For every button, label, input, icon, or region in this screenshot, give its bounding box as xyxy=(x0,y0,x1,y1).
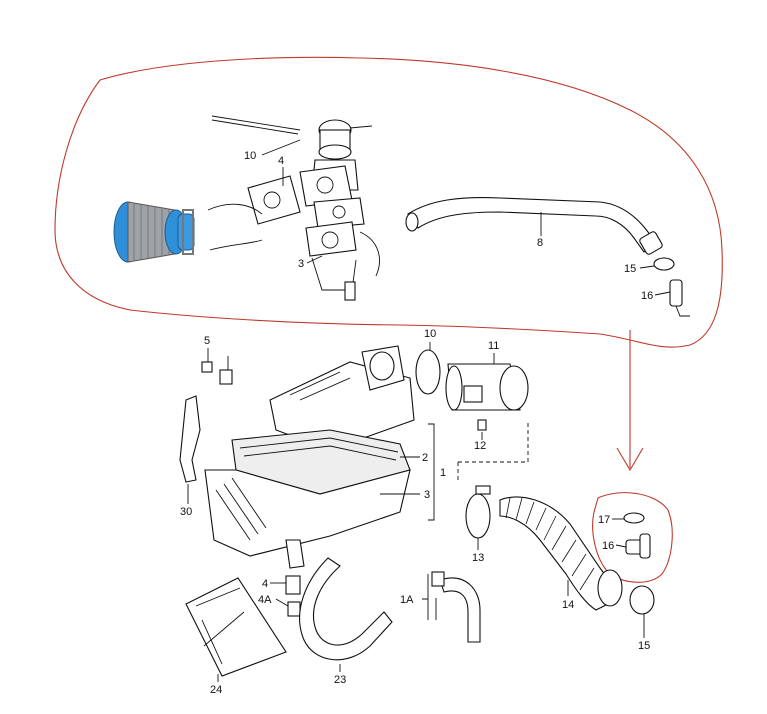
dashed-leaders xyxy=(457,420,529,482)
clip-17 xyxy=(623,512,645,524)
clamp-13 xyxy=(465,485,491,539)
callout-1a: 1A xyxy=(400,594,414,606)
callout-10: 10 xyxy=(424,328,436,340)
grommet-4 xyxy=(285,575,301,617)
air-filter-box-icon xyxy=(179,345,415,569)
callout-15-top: 15 xyxy=(624,263,636,275)
callout-4-top: 4 xyxy=(278,155,284,167)
callout-30: 30 xyxy=(180,506,192,518)
callout-17-inset: 17 xyxy=(598,514,610,526)
screw-12 xyxy=(477,419,487,431)
callout-12: 12 xyxy=(474,440,486,452)
hose-1a xyxy=(431,571,481,643)
callout-5: 5 xyxy=(204,335,210,347)
maf-sensor-11 xyxy=(445,363,529,411)
callout-24: 24 xyxy=(210,684,222,696)
callout-14: 14 xyxy=(562,599,574,611)
callout-13: 13 xyxy=(472,552,484,564)
annotation-outline xyxy=(54,56,723,348)
gasket-flanges xyxy=(247,165,365,257)
tray-24 xyxy=(185,577,287,677)
annotation-inset-outline xyxy=(592,492,673,583)
clamp-15-top xyxy=(653,257,675,271)
fitting-16 xyxy=(625,533,651,559)
callout-16-top: 16 xyxy=(641,290,653,302)
callout-16-inset: 16 xyxy=(602,540,614,552)
callout-4: 4 xyxy=(262,578,268,590)
callout-2: 2 xyxy=(422,452,428,464)
intake-port xyxy=(207,203,380,301)
callout-3-top: 3 xyxy=(298,258,304,270)
callouts-main: 5 10 11 2 1 12 3 30 13 14 15 4 4A 1A 24 … xyxy=(180,328,650,696)
callout-4a: 4A xyxy=(258,594,272,606)
o-ring-10 xyxy=(415,349,441,395)
callouts-top: 10 4 3 8 15 16 xyxy=(244,139,671,302)
callout-15: 15 xyxy=(638,640,650,652)
callouts-inset: 17 16 xyxy=(598,514,627,552)
callout-3: 3 xyxy=(424,489,430,501)
hose-14 xyxy=(499,496,623,611)
callout-11: 11 xyxy=(488,340,499,352)
bolt-5 xyxy=(201,356,233,385)
fitting-16-top xyxy=(669,279,690,317)
callout-8-top: 8 xyxy=(537,237,543,249)
clamp-15 xyxy=(629,585,655,615)
callout-23: 23 xyxy=(334,674,346,686)
callout-1: 1 xyxy=(440,467,446,479)
annotation-arrow xyxy=(616,330,644,472)
hose-23 xyxy=(299,557,393,661)
cone-air-filter-icon xyxy=(113,201,195,263)
intake-pipe-icon xyxy=(405,197,663,255)
callout-10-top: 10 xyxy=(244,150,256,162)
